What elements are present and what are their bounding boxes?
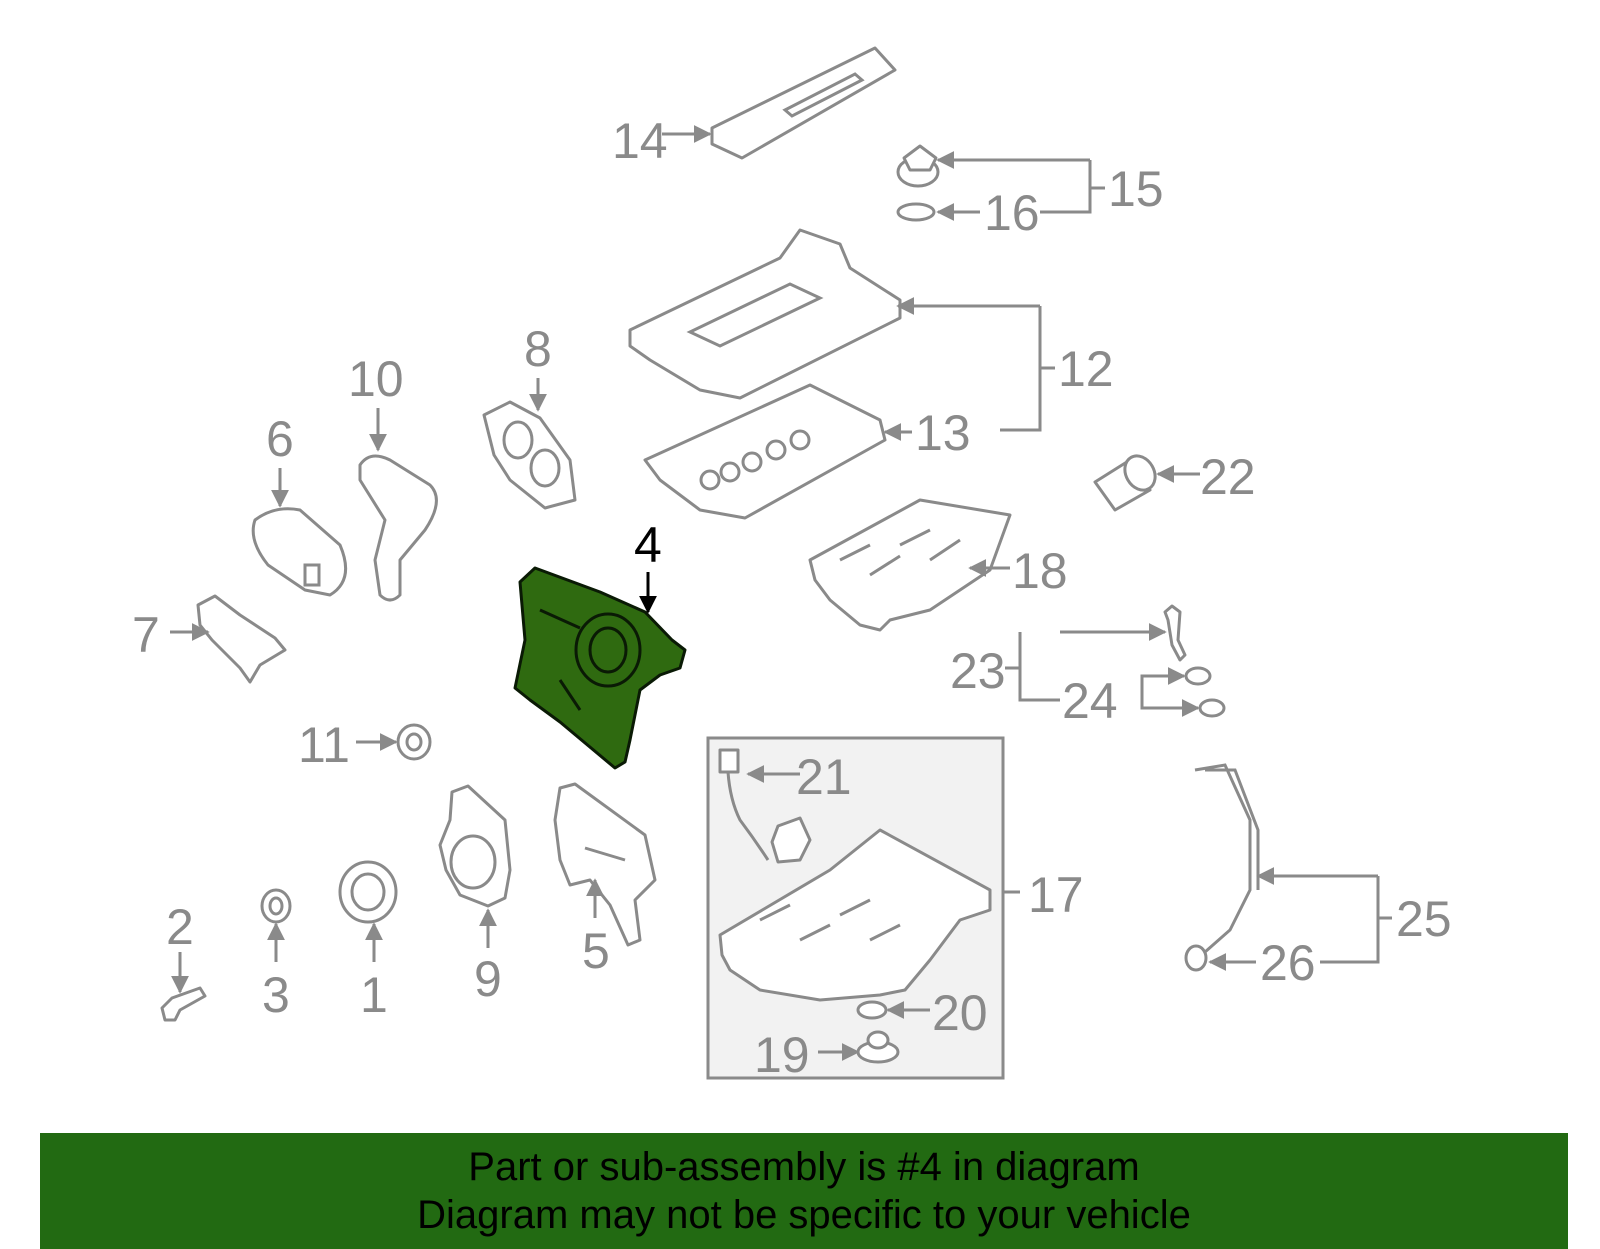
label-4: 4 <box>634 517 662 573</box>
part-20-washer[interactable] <box>856 1000 888 1020</box>
part-23-dipstick[interactable] <box>1163 604 1187 662</box>
label-16: 16 <box>984 185 1040 241</box>
label-25: 25 <box>1396 891 1452 947</box>
parts-diagram: 14 16 15 12 13 22 18 <box>132 46 1452 1083</box>
label-17: 17 <box>1028 867 1084 923</box>
label-15: 15 <box>1108 161 1164 217</box>
label-21: 21 <box>796 749 852 805</box>
part-24-oring-a[interactable] <box>1184 666 1212 686</box>
label-12: 12 <box>1058 341 1114 397</box>
banner-line-1: Part or sub-assembly is #4 in diagram <box>468 1145 1140 1189</box>
part-5-plate[interactable] <box>553 782 657 947</box>
part-6-cover[interactable] <box>251 507 348 597</box>
part-19-drain-plug[interactable] <box>856 1030 900 1064</box>
part-24-oring-b[interactable] <box>1198 698 1226 718</box>
part-7-bracket[interactable] <box>196 594 287 684</box>
label-6: 6 <box>266 411 294 467</box>
part-10-timing-belt[interactable] <box>358 454 438 602</box>
label-2: 2 <box>166 899 194 955</box>
part-16-oring[interactable] <box>896 202 936 222</box>
part-15-oil-cap[interactable] <box>896 144 940 188</box>
part-4-timing-cover-highlighted[interactable] <box>513 566 687 770</box>
part-14-engine-cover[interactable] <box>710 46 897 160</box>
label-22: 22 <box>1200 449 1256 505</box>
part-18-oil-pan-upper[interactable] <box>808 498 1012 632</box>
label-14: 14 <box>612 113 668 169</box>
part-11-seal[interactable] <box>396 723 432 761</box>
part-22-oil-filter[interactable] <box>1093 450 1161 512</box>
part-25-dipstick-tube[interactable] <box>1194 763 1252 954</box>
label-19: 19 <box>754 1027 810 1083</box>
part-21-sensor[interactable] <box>718 748 812 864</box>
part-17-oil-pan-assembly[interactable] <box>706 736 1005 1080</box>
label-20: 20 <box>932 985 988 1041</box>
label-18: 18 <box>1012 543 1068 599</box>
label-3: 3 <box>262 967 290 1023</box>
label-9: 9 <box>474 951 502 1007</box>
label-5: 5 <box>582 923 610 979</box>
label-8: 8 <box>524 321 552 377</box>
part-1-pulley[interactable] <box>338 860 398 924</box>
info-banner: Part or sub-assembly is #4 in diagram Di… <box>40 1133 1568 1249</box>
part-13-gasket[interactable] <box>643 383 887 520</box>
label-26: 26 <box>1260 935 1316 991</box>
part-9-housing[interactable] <box>438 784 512 908</box>
part-2-bolt[interactable] <box>160 986 207 1022</box>
label-13: 13 <box>915 405 971 461</box>
label-10: 10 <box>348 351 404 407</box>
part-3-washer[interactable] <box>260 888 292 924</box>
part-12-valve-cover[interactable] <box>628 228 902 400</box>
label-11: 11 <box>298 717 350 773</box>
label-1: 1 <box>360 967 388 1023</box>
label-7: 7 <box>132 607 160 663</box>
label-24: 24 <box>1062 673 1118 729</box>
banner-line-2: Diagram may not be specific to your vehi… <box>417 1193 1191 1237</box>
label-23: 23 <box>950 643 1006 699</box>
part-26-seal[interactable] <box>1184 944 1208 972</box>
part-8-timing-cover-upper[interactable] <box>482 400 577 510</box>
